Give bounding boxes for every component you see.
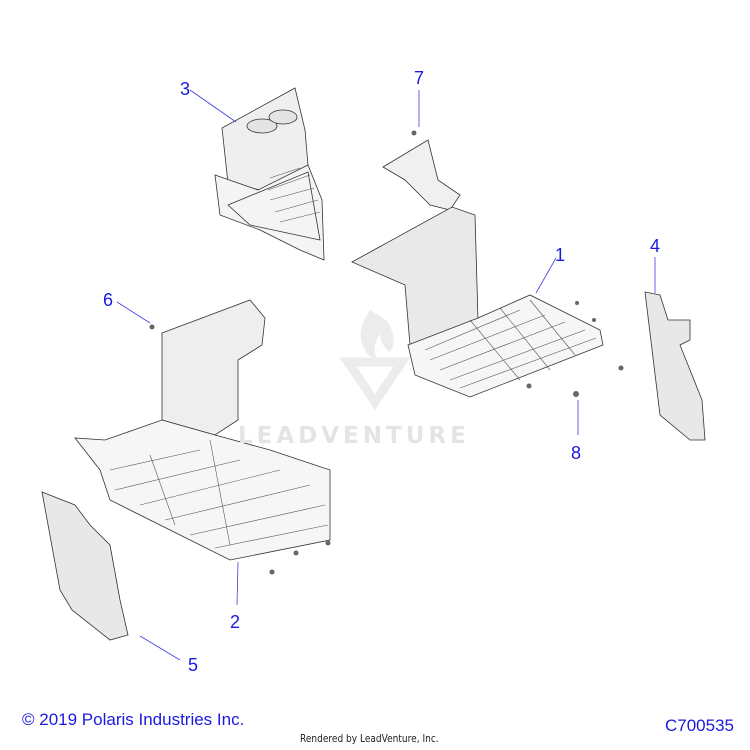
leader-lines [116,89,656,661]
leadventure-logo-watermark [339,310,411,411]
callout-6[interactable]: 6 [103,290,114,310]
callout-7[interactable]: 7 [414,68,425,88]
part-1-floor-right[interactable] [351,139,604,398]
callout-4[interactable]: 4 [650,236,661,256]
part-4-side-panel[interactable] [644,291,706,441]
callout-8[interactable]: 8 [571,443,582,463]
watermark-text: LEADVENTURE [238,423,470,449]
callout-5[interactable]: 5 [188,655,199,675]
copyright-notice: © 2019 Polaris Industries Inc. [22,710,245,729]
part-3-console[interactable] [214,87,325,261]
callout-3[interactable]: 3 [180,79,191,99]
fasteners [149,130,624,575]
figure-id: C700535 [664,716,734,735]
part-2-floor-left[interactable] [74,299,331,561]
callout-2[interactable]: 2 [230,612,241,632]
rendered-by-credit: Rendered by LeadVenture, Inc. [300,732,439,745]
part-5-side-panel[interactable] [41,491,129,641]
callout-1[interactable]: 1 [555,245,566,265]
